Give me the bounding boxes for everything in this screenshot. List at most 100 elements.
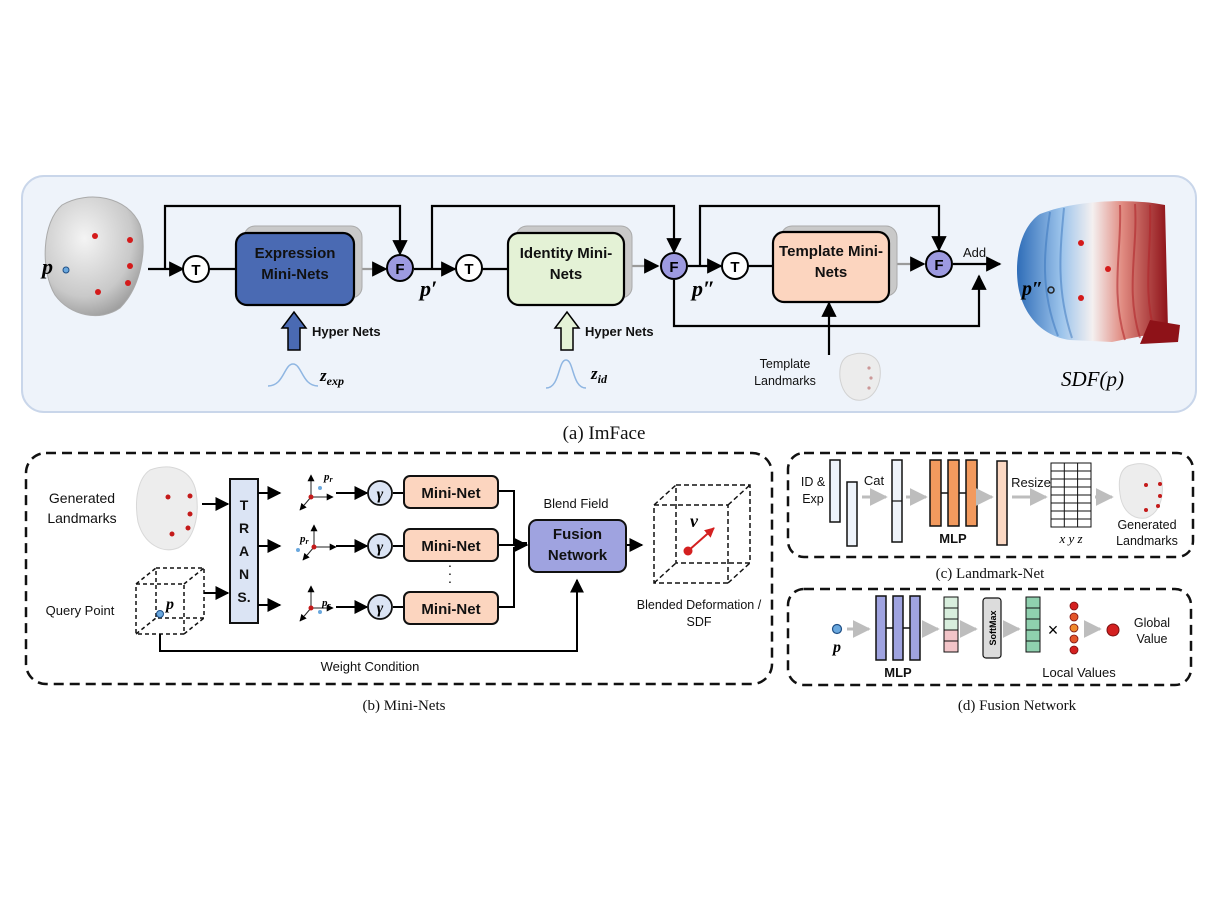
landmark-mlp-block bbox=[929, 459, 978, 527]
axis-icon-1 bbox=[299, 474, 334, 511]
axis-icon-2 bbox=[296, 524, 337, 561]
input-face-image bbox=[44, 196, 144, 317]
svg-text:F: F bbox=[669, 259, 678, 276]
xyz-label: x y z bbox=[1058, 531, 1082, 546]
svg-text:Mini-Net: Mini-Net bbox=[421, 485, 480, 502]
svg-text:T: T bbox=[191, 262, 200, 279]
blended-cube bbox=[653, 484, 751, 584]
mininets-panel bbox=[24, 451, 774, 686]
v-label: v bbox=[690, 511, 699, 531]
mlp-output-vector bbox=[996, 460, 1008, 546]
local-values-dots bbox=[1069, 601, 1079, 655]
query-point-dot bbox=[156, 610, 164, 618]
weight-condition-label: Weight Condition bbox=[321, 659, 420, 674]
z-exp-label: zexp bbox=[319, 366, 344, 388]
resize-label: Resize bbox=[1011, 475, 1051, 490]
logits-vector bbox=[943, 596, 959, 653]
fusion-input-point bbox=[831, 623, 843, 635]
weights-vector bbox=[1025, 596, 1041, 653]
landmark-net-generated-label: Generated Landmarks bbox=[1116, 518, 1178, 548]
gamma-operator-3: γ bbox=[367, 594, 393, 620]
fusion-mlp-block bbox=[875, 595, 921, 661]
softmax-block bbox=[982, 597, 1002, 659]
svg-text:·: · bbox=[448, 557, 453, 573]
imface-connections bbox=[148, 204, 1002, 355]
expression-mininets-box: Expression Mini-Nets bbox=[234, 225, 363, 307]
mini-net-box-2: Mini-Net bbox=[403, 528, 499, 562]
times-symbol: × bbox=[1048, 620, 1059, 640]
xyz-grid bbox=[1050, 462, 1092, 528]
svg-text:T: T bbox=[730, 259, 739, 276]
cat-label: Cat bbox=[864, 473, 885, 488]
fusion-operator-3: F bbox=[925, 250, 953, 278]
svg-text:T: T bbox=[464, 261, 473, 278]
id-vector bbox=[829, 459, 841, 523]
fusion-mlp-label: MLP bbox=[884, 665, 912, 680]
id-exp-label: ID & Exp bbox=[800, 475, 826, 506]
svg-text:·: · bbox=[448, 573, 453, 589]
pr-label-3: pr bbox=[321, 597, 332, 610]
landmark-net-caption: (c) Landmark-Net bbox=[936, 566, 1046, 582]
fusion-network-box: Fusion Network bbox=[528, 519, 627, 573]
template-face-image bbox=[839, 352, 881, 401]
softmax-label: SoftMax bbox=[988, 610, 998, 645]
mini-net-box-3: Mini-Net bbox=[403, 591, 499, 625]
template-mininets-box: Template Mini-Nets bbox=[771, 225, 898, 304]
identity-mininets-box: Identity Mini-Nets bbox=[506, 225, 633, 307]
template-landmarks-label: Template Landmarks bbox=[754, 357, 816, 388]
hyper-nets-exp-arrow bbox=[280, 310, 308, 351]
query-point-label: Query Point bbox=[46, 603, 115, 618]
mininets-connections bbox=[159, 486, 644, 652]
input-point-label: p bbox=[40, 254, 53, 279]
gamma-operator-2: γ bbox=[367, 533, 393, 559]
svg-text:Mini-Net: Mini-Net bbox=[421, 538, 480, 555]
svg-text:Mini-Net: Mini-Net bbox=[421, 601, 480, 618]
mininets-caption: (b) Mini-Nets bbox=[363, 698, 446, 714]
blend-vector-arrow bbox=[687, 527, 715, 552]
gaussian-id-icon bbox=[545, 359, 587, 389]
trans-label: T R A N S. bbox=[237, 497, 251, 605]
svg-text:γ: γ bbox=[377, 486, 384, 503]
blend-vector-origin bbox=[683, 546, 693, 556]
fusion-operator-2: F bbox=[660, 252, 688, 280]
transform-operator-3: T bbox=[721, 252, 749, 280]
gaussian-exp-icon bbox=[267, 363, 319, 387]
global-value-dot bbox=[1106, 623, 1120, 637]
axis-icon-3 bbox=[299, 585, 334, 622]
p-prime-label: p′ bbox=[418, 276, 437, 301]
sdf-label: SDF(p) bbox=[1061, 367, 1124, 391]
local-values-label: Local Values bbox=[1042, 665, 1116, 680]
pr-label-1: pr bbox=[323, 471, 334, 484]
ellipsis-dots: · · · bbox=[448, 557, 453, 589]
svg-text:γ: γ bbox=[377, 600, 384, 617]
z-id-label: zid bbox=[590, 364, 608, 386]
fusion-caption: (d) Fusion Network bbox=[958, 698, 1077, 714]
svg-text:·: · bbox=[448, 565, 453, 581]
trans-block bbox=[229, 478, 259, 624]
blended-label: Blended Deformation / SDF bbox=[636, 598, 762, 629]
hyper-nets-exp-label: Hyper Nets bbox=[312, 324, 381, 339]
generated-landmarks-label: Generated Landmarks bbox=[47, 490, 117, 526]
blend-field-label: Blend Field bbox=[543, 496, 608, 511]
gamma-operator-1: γ bbox=[367, 480, 393, 506]
transform-operator-2: T bbox=[455, 254, 483, 282]
generated-landmarks-face-image bbox=[136, 466, 198, 551]
hyper-nets-id-label: Hyper Nets bbox=[585, 324, 654, 339]
p-double-prime-label: p″ bbox=[690, 276, 715, 301]
hyper-nets-id-arrow bbox=[553, 310, 581, 351]
pr-label-2: pr bbox=[299, 533, 310, 546]
sdf-output-image bbox=[1016, 201, 1180, 344]
add-label: Add bbox=[963, 245, 986, 260]
global-value-label: Global Value bbox=[1133, 616, 1171, 646]
query-p-label: p bbox=[164, 596, 174, 613]
fusion-operator-1: F bbox=[386, 254, 414, 282]
exp-vector bbox=[846, 481, 858, 547]
fusion-p-label: p bbox=[831, 639, 841, 656]
landmark-net-face-image bbox=[1118, 463, 1163, 519]
svg-text:F: F bbox=[395, 261, 404, 278]
transform-operator-1: T bbox=[182, 255, 210, 283]
mini-net-box-1: Mini-Net bbox=[403, 475, 499, 509]
imface-caption: (a) ImFace bbox=[563, 423, 646, 444]
